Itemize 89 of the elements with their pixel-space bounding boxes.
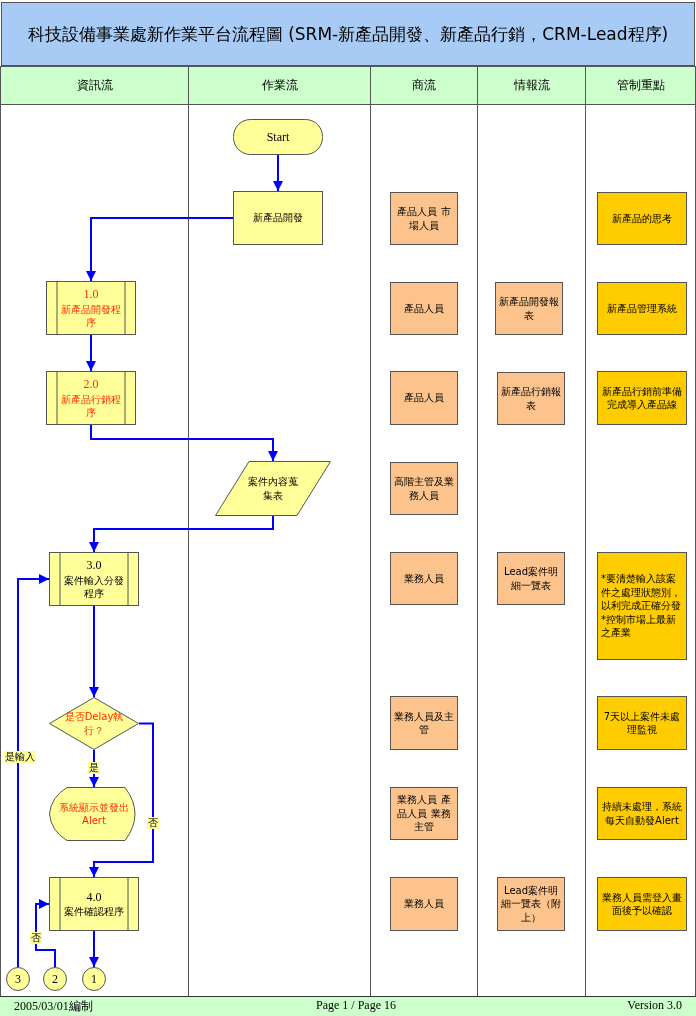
process-box (597, 282, 687, 335)
node-text: 新產品開發程序 (60, 302, 122, 330)
node-text: 高階主管及業務人員 (394, 475, 454, 502)
process-box (497, 877, 565, 931)
flow-arrow (17, 574, 50, 968)
process-box (390, 371, 458, 425)
node-text: 業務人員 (404, 897, 444, 911)
flow-arrow (86, 217, 234, 282)
footer-text: Page 1 / Page 16 (316, 998, 396, 1013)
node-text: 業務人員需登入畫面後予以確認 (601, 890, 683, 918)
node-text: 案件輸入分發程序 (63, 573, 125, 601)
node-text: Lead案件明細一覽表（附上） (501, 883, 561, 925)
predefined-process-box (46, 371, 136, 425)
node-text: 業務人員及主管 (394, 709, 454, 737)
node-text: 新產品開發報表 (499, 295, 559, 322)
column-header: 情報流 (477, 66, 586, 105)
process-box (597, 877, 687, 931)
node-text: 新產品管理系統 (607, 301, 677, 316)
node-text: 新產品的思考 (612, 211, 672, 226)
flow-arrow (273, 154, 283, 192)
node-text: Start (266, 128, 290, 146)
column-header: 作業流 (188, 66, 371, 105)
node-text: 4.0 (86, 889, 102, 906)
node-text: 新產品行銷報表 (501, 385, 561, 412)
flow-arrow (89, 605, 99, 698)
node-text: 1.0 (83, 286, 99, 303)
process-box (495, 282, 563, 335)
data-parallelogram (215, 461, 331, 516)
node-text: 系統顯示並發出Alert (58, 800, 130, 828)
edge-label: 是輸入 (4, 751, 36, 763)
node-text: 3 (15, 970, 21, 988)
process-box (597, 371, 687, 425)
process-box (390, 787, 458, 840)
process-box (597, 192, 687, 245)
column-header: 管制重點 (585, 66, 696, 105)
process-box (390, 192, 458, 245)
predefined-process-box (49, 877, 139, 931)
process-box (390, 696, 458, 750)
node-text: 業務人員 產品人員 業務主管 (396, 793, 452, 834)
node-text: 產品人員 (404, 391, 444, 405)
node-text: 業務人員 (404, 571, 444, 586)
edge-label: 否 (147, 817, 159, 829)
process-box (390, 462, 458, 515)
process-box (597, 696, 687, 750)
node-text: 新產品行銷前準備完成導入產品線 (601, 384, 683, 412)
node-text: 是否Delay執行？ (63, 710, 125, 737)
process-box (597, 552, 687, 660)
predefined-process-box (49, 552, 139, 606)
node-text: 新產品開發 (253, 211, 303, 225)
process-box (233, 191, 323, 245)
node-text: 案件內容蒐集表 (247, 475, 299, 502)
connector-circle (6, 967, 30, 991)
flow-arrow (90, 424, 278, 462)
edge-label: 是 (88, 762, 100, 774)
node-text: Lead案件明細一覽表 (503, 565, 559, 592)
flow-arrow (89, 515, 274, 553)
process-box (597, 787, 687, 840)
flow-arrow (89, 930, 99, 968)
node-text: 案件確認程序 (64, 905, 124, 919)
process-box (497, 372, 565, 425)
node-text: 產品人員 (404, 301, 444, 316)
node-text: 新產品行銷程序 (60, 392, 122, 420)
process-box (497, 552, 565, 605)
predefined-process-box (46, 281, 136, 335)
flow-arrow (35, 899, 56, 968)
process-box (390, 282, 458, 335)
diagram-title: 科技設備事業處新作業平台流程圖 (SRM-新產品開發、新產品行銷，CRM-Lead程序) (1, 2, 695, 66)
footer-text: Version 3.0 (627, 998, 682, 1013)
node-text: 1 (91, 970, 97, 988)
terminator-shape (233, 119, 323, 155)
connector-circle (82, 967, 106, 991)
flow-arrow (86, 334, 96, 372)
node-text: 持續未處理，系統每天自動發Alert (601, 800, 683, 827)
process-box (390, 552, 458, 605)
process-box (390, 877, 458, 931)
connector-circle (43, 967, 67, 991)
flow-arrow (89, 722, 154, 878)
edge-label: 否 (30, 932, 42, 944)
node-text: 3.0 (86, 557, 102, 574)
display-shape (49, 787, 139, 841)
node-text: 2.0 (83, 376, 99, 393)
footer-text: 2005/03/01編制 (14, 998, 93, 1015)
node-text: 產品人員 市場人員 (396, 205, 452, 232)
node-text: *要清楚輸入該案件之處理狀態別，以利完成正確分發 *控制市場上最新之產業 (601, 572, 682, 640)
node-text: 2 (52, 970, 58, 988)
node-text: 7天以上案件未處理監視 (602, 709, 682, 737)
column-header: 資訊流 (0, 66, 189, 105)
decision-diamond (49, 697, 139, 750)
column-header: 商流 (370, 66, 478, 105)
